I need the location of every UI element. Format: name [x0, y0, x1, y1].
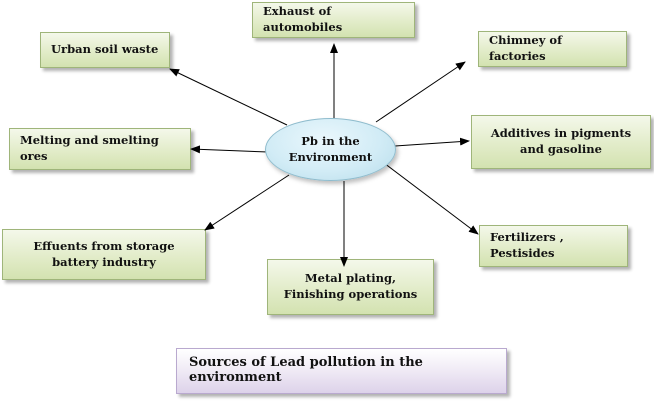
- source-label-effluents: Effuents from storage battery industry: [33, 238, 175, 269]
- arrow-to-chimney: [375, 61, 466, 123]
- source-box-urban-soil: Urban soil waste: [40, 32, 170, 68]
- source-label-melting: Melting and smelting ores: [20, 133, 159, 163]
- center-node-label: Pb in the Environment: [288, 133, 373, 164]
- source-label-fertilizers: Fertilizers , Pestisides: [490, 230, 564, 260]
- source-box-chimney: Chimney of factories: [478, 31, 627, 67]
- source-box-metal-plating: Metal plating, Finishing operations: [267, 259, 434, 315]
- arrow-to-melting: [190, 145, 269, 154]
- center-node-pb: Pb in the Environment: [265, 118, 396, 181]
- caption-text: Sources of Lead pollution in the environ…: [189, 355, 423, 385]
- arrow-to-fertilizers: [379, 159, 479, 235]
- source-box-melting: Melting and smelting ores: [9, 128, 191, 170]
- arrow-to-effluents: [204, 174, 290, 231]
- source-label-exhaust: Exhaust of automobiles: [263, 4, 343, 34]
- diagram-caption: Sources of Lead pollution in the environ…: [176, 348, 507, 394]
- source-label-urban-soil: Urban soil waste: [51, 42, 159, 57]
- source-label-additives: Additives in pigments and gasoline: [490, 126, 632, 156]
- source-box-additives: Additives in pigments and gasoline: [471, 115, 651, 169]
- source-label-metal-plating: Metal plating, Finishing operations: [283, 271, 418, 301]
- arrow-to-urban-soil: [169, 68, 288, 126]
- source-box-effluents: Effuents from storage battery industry: [2, 229, 206, 280]
- arrow-to-additives: [394, 137, 470, 147]
- source-box-fertilizers: Fertilizers , Pestisides: [479, 225, 628, 267]
- source-box-exhaust: Exhaust of automobiles: [252, 2, 415, 38]
- source-label-chimney: Chimney of factories: [489, 33, 563, 63]
